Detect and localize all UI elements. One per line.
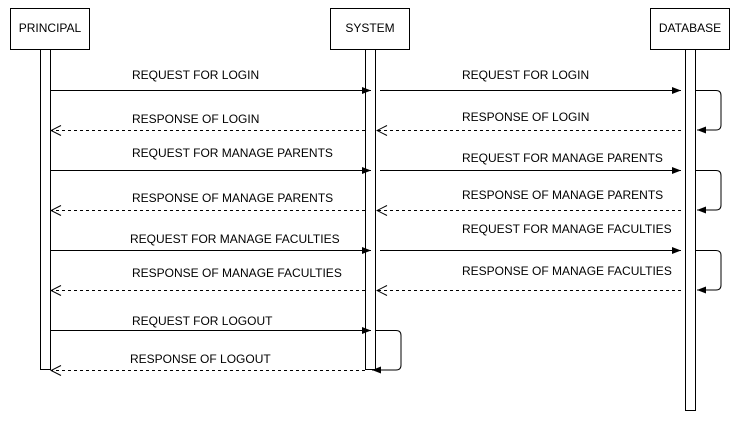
label-s-resp-faculties: RESPONSE OF MANAGE FACULTIES	[462, 264, 672, 278]
lifeline-system	[365, 49, 376, 370]
actor-principal: PRINCIPAL	[10, 8, 90, 50]
label-p-req-faculties: REQUEST FOR MANAGE FACULTIES	[130, 232, 340, 246]
lifeline-principal	[40, 49, 51, 370]
self-loop-db-parents	[696, 170, 722, 214]
actor-database: DATABASE	[650, 8, 730, 50]
label-s-req-parents: REQUEST FOR MANAGE PARENTS	[462, 151, 663, 165]
actor-principal-label: PRINCIPAL	[19, 21, 82, 35]
label-p-resp-logout: RESPONSE OF LOGOUT	[130, 352, 271, 366]
actor-system: SYSTEM	[330, 8, 410, 50]
self-loop-db-login	[696, 90, 722, 134]
label-s-resp-login: RESPONSE OF LOGIN	[462, 110, 589, 124]
lifeline-database	[685, 49, 696, 411]
actor-database-label: DATABASE	[659, 21, 721, 35]
label-p-req-logout: REQUEST FOR LOGOUT	[132, 314, 273, 328]
label-p-req-login: REQUEST FOR LOGIN	[132, 68, 259, 82]
label-p-req-parents: REQUEST FOR MANAGE PARENTS	[132, 146, 333, 160]
label-p-resp-faculties: RESPONSE OF MANAGE FACULTIES	[132, 266, 342, 280]
label-p-resp-parents: RESPONSE OF MANAGE PARENTS	[132, 191, 333, 205]
actor-system-label: SYSTEM	[345, 21, 394, 35]
self-loop-db-faculties	[696, 250, 722, 294]
self-loop-system-logout	[372, 330, 402, 374]
label-p-resp-login: RESPONSE OF LOGIN	[132, 112, 259, 126]
label-s-req-login: REQUEST FOR LOGIN	[462, 68, 589, 82]
label-s-resp-parents: RESPONSE OF MANAGE PARENTS	[462, 188, 663, 202]
label-s-req-faculties: REQUEST FOR MANAGE FACULTIES	[462, 222, 672, 236]
